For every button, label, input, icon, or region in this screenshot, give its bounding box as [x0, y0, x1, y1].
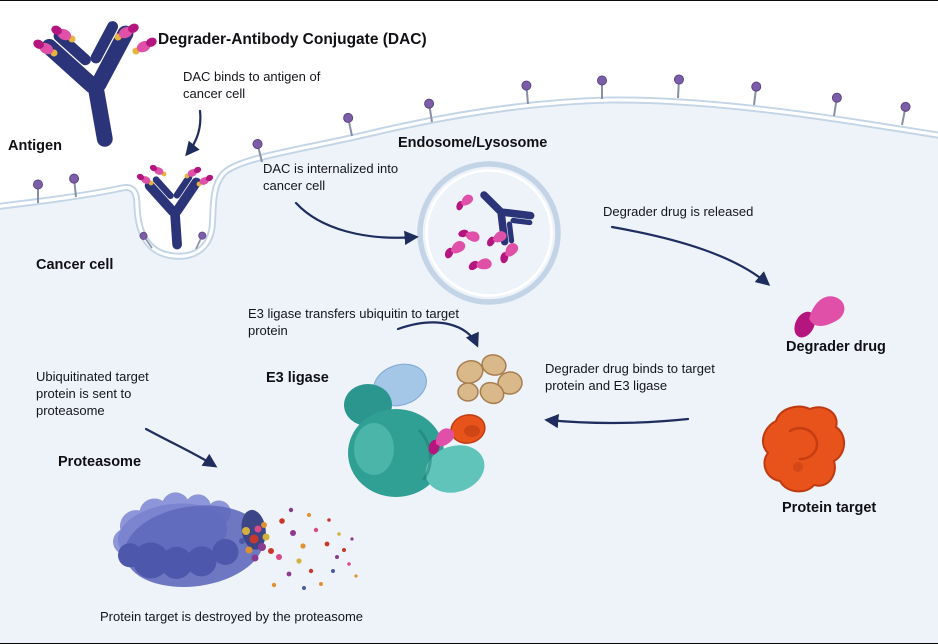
caption-destroyed: Protein target is destroyed by the prote… [100, 609, 364, 624]
proteasome-illustration [113, 492, 266, 587]
ubiquitin-cluster [456, 354, 523, 405]
note-released: Degrader drug is released [603, 204, 754, 219]
arrow-dac-binds [185, 109, 202, 157]
label-cancer-cell: Cancer cell [36, 257, 114, 273]
arrow-to-proteasome [144, 427, 218, 468]
label-antigen: Antigen [8, 138, 62, 154]
label-protein-target: Protein target [782, 500, 877, 516]
note-dac-binds: DAC binds to antigen of cancer cell [183, 69, 321, 101]
arrow-internalized [294, 201, 419, 246]
arrow-binds-e3 [544, 413, 690, 429]
arrow-released [610, 225, 771, 286]
label-proteasome: Proteasome [58, 454, 142, 470]
label-degrader-drug: Degrader drug [786, 339, 886, 355]
label-e3-ligase: E3 ligase [266, 370, 329, 386]
e3-ligase-complex [344, 363, 486, 497]
dac-antibody [31, 13, 159, 156]
diagram-title: Degrader-Antibody Conjugate (DAC) [158, 31, 427, 48]
arrow-transfers-ubiquitin [396, 321, 479, 348]
note-binds-e3: Degrader drug binds to target protein an… [545, 361, 715, 393]
protein-target-illustration [761, 405, 845, 493]
endosome-vesicle [417, 161, 561, 305]
note-sent-to-proteasome: Ubiquitinated target protein is sent to … [36, 369, 149, 418]
flow-arrows [144, 109, 771, 468]
degradation-debris [239, 507, 358, 590]
note-transfers-ubiquitin: E3 ligase transfers ubiquitin to target … [248, 306, 460, 338]
note-internalized: DAC is internalized into cancer cell [263, 161, 399, 193]
label-endosome: Endosome/Lysosome [398, 135, 548, 151]
